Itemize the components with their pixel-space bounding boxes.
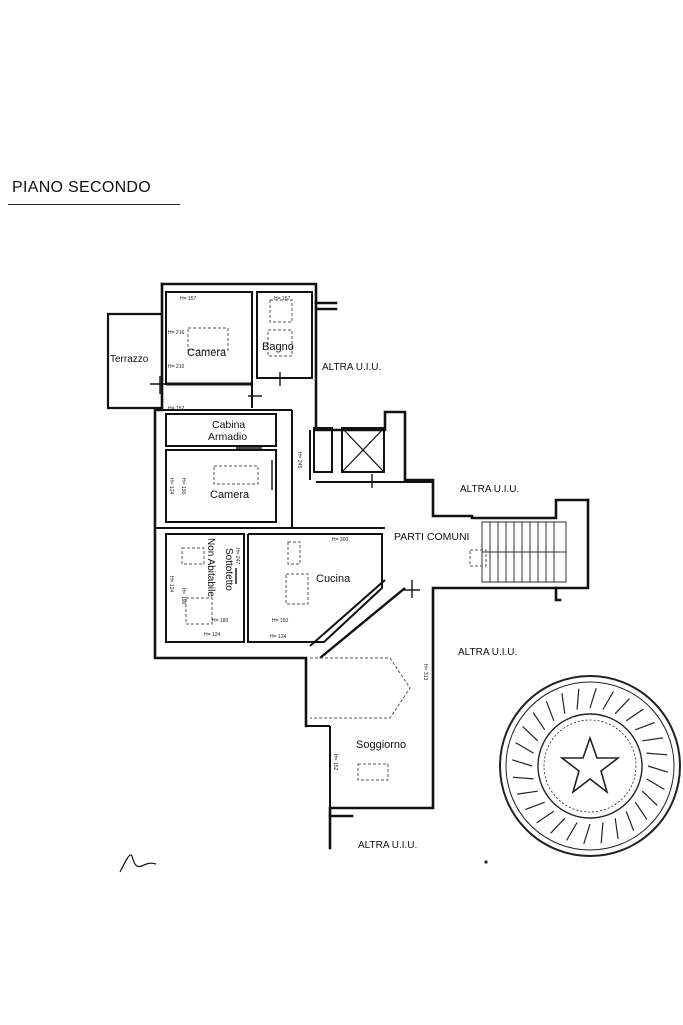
neighbor-label-4: ALTRA U.I.U. xyxy=(358,840,417,851)
stamp-mark xyxy=(634,801,648,820)
fixture-kitchen-1 xyxy=(287,541,301,565)
wall-lift xyxy=(341,427,385,473)
stamp-mark xyxy=(566,822,578,841)
room-sottotetto-2: Non Abitabile xyxy=(205,538,216,597)
room-camera-2: Camera xyxy=(210,489,250,501)
outer-walls xyxy=(106,282,590,850)
stamp-mark xyxy=(641,790,658,806)
stamp-mark xyxy=(576,688,580,710)
stamp-mark xyxy=(522,726,539,742)
wall-camera-1 xyxy=(165,291,253,385)
neighbor-label-2: ALTRA U.I.U. xyxy=(460,484,519,495)
fixture-sog-2 xyxy=(310,657,411,719)
wall-terrace xyxy=(106,312,162,410)
notary-stamp-icon xyxy=(499,675,681,857)
stamp-mark xyxy=(561,693,566,714)
height-9: H= 247 xyxy=(234,548,240,564)
stamp-mark xyxy=(600,822,604,844)
staircase xyxy=(481,521,567,583)
height-1: H= 157 xyxy=(180,296,196,302)
room-soggiorno: Soggiorno xyxy=(356,739,406,751)
stair-steps xyxy=(489,522,555,582)
wall-camera-2 xyxy=(165,449,277,523)
stamp-mark xyxy=(545,701,555,721)
fixture-bed-1 xyxy=(187,327,229,351)
wall-east xyxy=(328,586,558,850)
height-8: H= 245 xyxy=(296,452,302,468)
height-12: H= 190 xyxy=(180,588,186,604)
height-11: H= 124 xyxy=(168,576,174,592)
stamp-mark xyxy=(614,818,619,839)
fixture-shower xyxy=(269,299,293,323)
stamp-mark xyxy=(583,823,591,844)
inner-walls xyxy=(155,291,433,808)
fixture-sotto-2 xyxy=(185,597,213,625)
stamp-mark xyxy=(625,811,635,831)
stamp-mark xyxy=(512,776,534,780)
stamp-mark xyxy=(647,765,668,773)
height-15: H= 124 xyxy=(204,632,220,638)
stamp-mark xyxy=(625,708,644,722)
stamp-mark xyxy=(614,698,630,715)
neighbor-label-3: ALTRA U.I.U. xyxy=(458,647,517,658)
title-underline xyxy=(8,204,180,205)
room-cabina-2: Armadio xyxy=(208,431,247,443)
height-5: H= 152 xyxy=(168,406,184,412)
wall-duct xyxy=(313,427,333,473)
stamp-mark xyxy=(550,817,566,834)
wall-diag-2 xyxy=(309,579,386,647)
room-bagno: Bagno xyxy=(262,341,294,353)
wall-outline xyxy=(160,282,590,520)
wall-bagno xyxy=(256,291,313,379)
height-18: H= 152 xyxy=(332,754,338,770)
signature-mark xyxy=(119,854,488,873)
height-7: H= 190 xyxy=(180,478,186,494)
room-terrazzo: Terrazzo xyxy=(110,354,149,365)
height-17: H= 313 xyxy=(422,664,428,680)
stamp-mark xyxy=(635,721,655,731)
stamp-mark xyxy=(515,742,534,754)
wall-west-low xyxy=(153,282,308,728)
height-14: H= 150 xyxy=(272,618,288,624)
stamp-mark xyxy=(532,712,546,731)
door-marks xyxy=(150,372,420,598)
height-annotations: H= 157 H= 157 H= 216 H= 210 H= 152 H= 12… xyxy=(168,296,428,770)
room-parti-comuni: PARTI COMUNI xyxy=(394,531,469,543)
fixture-kitchen-2 xyxy=(285,573,309,605)
fixture-bed-2 xyxy=(213,465,259,485)
height-16: H= 124 xyxy=(270,634,286,640)
lift-cross-2 xyxy=(341,427,385,473)
room-camera-1: Camera xyxy=(187,347,227,359)
plan-title: PIANO SECONDO xyxy=(12,179,152,196)
room-cucina: Cucina xyxy=(316,573,351,585)
height-13: H= 180 xyxy=(212,618,228,624)
stamp-mark xyxy=(646,752,668,756)
stamp-mark xyxy=(642,737,663,742)
fixtures xyxy=(181,299,487,781)
height-3: H= 216 xyxy=(168,330,184,336)
fixture-sog-1 xyxy=(357,763,389,781)
height-10: H= 300 xyxy=(332,537,348,543)
fixture-sotto-1 xyxy=(181,547,205,565)
fixture-common xyxy=(469,549,487,567)
wall-cabina xyxy=(165,413,277,447)
stamp-mark xyxy=(589,688,597,709)
stamp-mark xyxy=(517,790,538,795)
height-6: H= 124 xyxy=(168,478,174,494)
stamp-mark xyxy=(525,801,545,811)
wall-cucina xyxy=(247,533,383,643)
stamp-mark xyxy=(512,759,533,767)
room-cabina-1: Cabina xyxy=(212,419,245,431)
wall-diag xyxy=(319,587,406,659)
height-4: H= 210 xyxy=(168,364,184,370)
wall-stairs xyxy=(554,498,590,602)
stamp-mark xyxy=(646,778,665,790)
stamp-mark xyxy=(602,691,614,710)
height-2: H= 157 xyxy=(274,296,290,302)
neighbor-label-1: ALTRA U.I.U. xyxy=(322,362,381,373)
stamp-mark xyxy=(536,810,555,824)
fixture-bath xyxy=(267,329,293,357)
room-sottotetto-1: Sottotetto xyxy=(223,548,234,591)
